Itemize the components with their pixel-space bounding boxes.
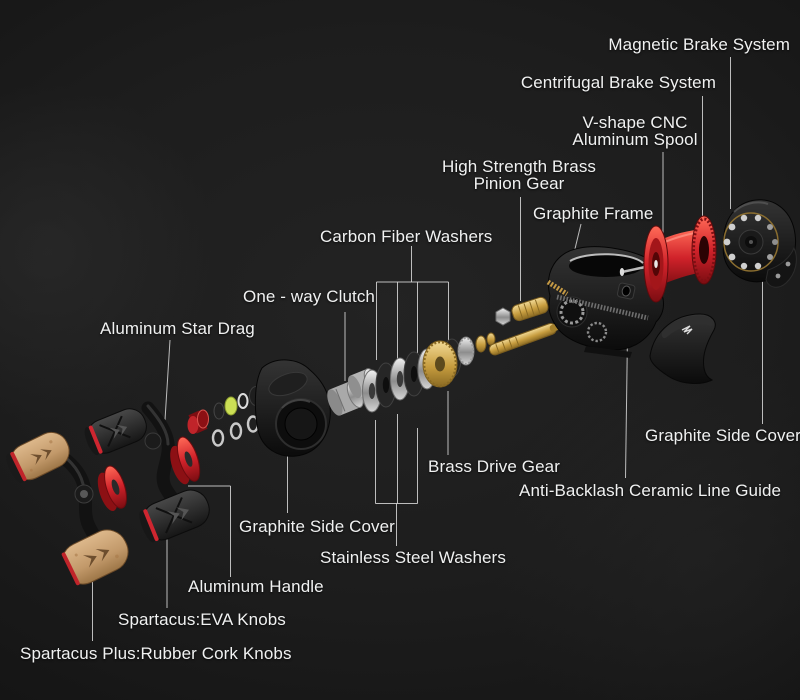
cover-top-detail <box>268 371 308 397</box>
handle-arm-highlight <box>146 404 170 446</box>
label-magnetic-brake: Magnetic Brake System <box>608 35 790 54</box>
part-brass-drive-gear <box>422 332 496 388</box>
part-red-spool <box>619 215 717 303</box>
washer-ring <box>229 422 243 440</box>
washer-ring <box>237 393 249 409</box>
part-handle-eva-assembly <box>84 401 210 543</box>
part-handle-cork-assembly <box>6 431 129 587</box>
kastking-logo-icon <box>30 449 52 465</box>
label-cork-knobs: Spartacus Plus:Rubber Cork Knobs <box>20 644 292 663</box>
eva-knob-1 <box>84 408 147 456</box>
label-stainless-washers: Stainless Steel Washers <box>320 548 506 567</box>
washer-dark <box>213 402 225 420</box>
label-spool: V-shape CNC Aluminum Spool <box>572 113 698 149</box>
cover-tab <box>765 246 797 288</box>
magnet-dots <box>723 214 778 270</box>
frame-levelwind-worm <box>556 294 649 321</box>
drive-gear-teeth <box>422 340 458 388</box>
label-pinion-gear: High Strength Brass Pinion Gear <box>441 157 597 193</box>
label-centrifugal-brake: Centrifugal Brake System <box>520 73 716 92</box>
label-eva-knobs: Spartacus:EVA Knobs <box>118 610 286 629</box>
centrifugal-brake-drum <box>692 217 716 283</box>
part-pinion-gear-cluster <box>488 296 560 356</box>
line-guide <box>616 282 636 300</box>
hex-nut <box>495 307 511 326</box>
leader-lines <box>92 57 763 641</box>
kastking-logo-icon <box>109 424 128 439</box>
drive-gear-hole <box>435 356 445 372</box>
label-cover-left: Graphite Side Cover <box>239 517 395 536</box>
star-drag-left <box>97 465 127 511</box>
cork-knob-1 <box>6 431 70 483</box>
kastking-logo-icon <box>82 548 110 568</box>
frame-spring <box>546 279 569 297</box>
frame-highlight <box>569 253 644 264</box>
label-cover-right: Graphite Side Cover <box>645 426 800 445</box>
eva-knob-2 <box>139 489 210 543</box>
washer-ring <box>211 429 225 447</box>
part-side-cover-saddle <box>649 313 716 384</box>
label-line-guide: Anti-Backlash Ceramic Line Guide <box>519 481 782 500</box>
leader-star-drag <box>164 339 171 429</box>
label-star-drag: Aluminum Star Drag <box>100 319 255 338</box>
screw <box>785 261 791 267</box>
handle-hub <box>144 432 162 450</box>
label-carbon-washers: Carbon Fiber Washers <box>320 227 493 246</box>
label-oneway-clutch: One - way Clutch <box>243 287 375 306</box>
star-drag-right <box>170 436 201 485</box>
screw <box>775 273 781 279</box>
part-side-cover-right <box>722 199 797 288</box>
kastking-logo-icon <box>681 325 693 335</box>
cover-barrel-inner <box>284 407 318 441</box>
frame-foot <box>584 346 632 358</box>
brass-spacer <box>486 332 496 346</box>
saddle-ridge <box>661 315 713 339</box>
kastking-logo-icon <box>166 507 189 525</box>
frame-gear <box>559 299 585 325</box>
frame-gear-small <box>586 321 608 343</box>
part-graphite-frame <box>546 246 675 358</box>
label-frame: Graphite Frame <box>533 204 654 223</box>
brass-worm-shaft <box>488 322 560 356</box>
part-side-cover-left <box>254 359 331 457</box>
brass-pinion-gear <box>511 296 549 322</box>
washer-green <box>224 396 238 416</box>
cork-knob-2 <box>58 529 129 587</box>
brass-spacer <box>475 335 487 353</box>
label-handle: Aluminum Handle <box>188 577 324 596</box>
label-brass-drive-gear: Brass Drive Gear <box>428 457 560 476</box>
handle-hub-nut <box>80 490 88 498</box>
drag-nut-red <box>187 409 209 434</box>
